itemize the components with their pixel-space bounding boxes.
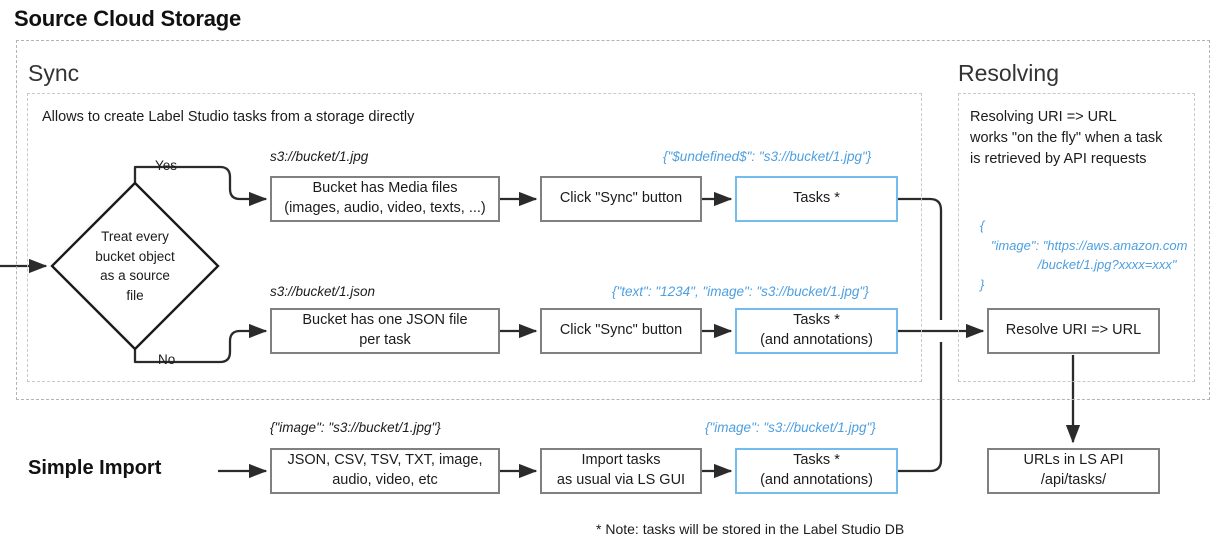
annotation-import-output-json: {"image": "s3://bucket/1.jpg"} xyxy=(705,420,876,435)
sync-inner-container xyxy=(27,93,922,382)
diamond-shape xyxy=(50,181,220,351)
node-tasks-bottom: Tasks * (and annotations) xyxy=(735,308,898,354)
decision-diamond: Treat every bucket object as a source fi… xyxy=(50,181,220,351)
annotation-task-json-top: {"$undefined$": "s3://bucket/1.jpg"} xyxy=(663,149,872,164)
node-tasks-import: Tasks * (and annotations) xyxy=(735,448,898,494)
annotation-uri-json: s3://bucket/1.json xyxy=(270,284,376,299)
footnote: * Note: tasks will be stored in the Labe… xyxy=(596,521,905,537)
resolving-section-heading: Resolving xyxy=(958,60,1059,86)
node-import-tasks: Import tasks as usual via LS GUI xyxy=(540,448,702,494)
sync-description: Allows to create Label Studio tasks from… xyxy=(42,109,415,125)
page-title: Source Cloud Storage xyxy=(14,6,242,31)
node-import-formats: JSON, CSV, TSV, TXT, image, audio, video… xyxy=(270,448,500,494)
branch-label-yes: Yes xyxy=(155,158,178,173)
node-sync-button-top: Click "Sync" button xyxy=(540,176,702,222)
annotation-uri-jpg: s3://bucket/1.jpg xyxy=(270,149,369,164)
node-tasks-top: Tasks * xyxy=(735,176,898,222)
annotation-task-json-bottom: {"text": "1234", "image": "s3://bucket/1… xyxy=(612,284,869,299)
outer-container xyxy=(16,40,1210,400)
decision-label: Treat every bucket object as a source fi… xyxy=(95,228,175,303)
annotation-import-input-json: {"image": "s3://bucket/1.jpg"} xyxy=(270,420,441,435)
simple-import-label: Simple Import xyxy=(28,457,162,479)
node-urls-api: URLs in LS API /api/tasks/ xyxy=(987,448,1160,494)
resolving-description: Resolving URI => URL works "on the fly" … xyxy=(970,109,1163,168)
node-bucket-media: Bucket has Media files (images, audio, v… xyxy=(270,176,500,222)
resolving-json-sample: { "image": "https://aws.amazon.com /buck… xyxy=(980,218,1188,292)
sync-section-heading: Sync xyxy=(28,60,80,86)
resolving-inner-container xyxy=(958,93,1195,382)
branch-label-no: No xyxy=(158,352,176,367)
node-sync-button-bottom: Click "Sync" button xyxy=(540,308,702,354)
node-bucket-json: Bucket has one JSON file per task xyxy=(270,308,500,354)
node-resolve-uri: Resolve URI => URL xyxy=(987,308,1160,354)
